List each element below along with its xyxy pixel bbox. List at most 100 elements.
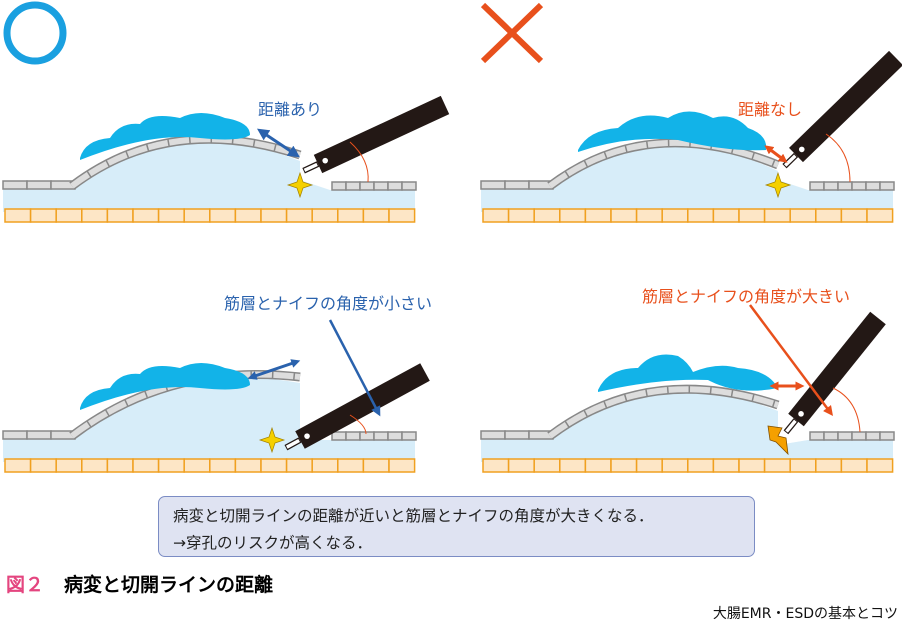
mucosa-cell: [879, 181, 895, 191]
muscle-layer-cell: [132, 458, 160, 473]
muscle-layer-cell: [584, 458, 612, 473]
panel: [480, 311, 895, 473]
muscle-layer-cell: [183, 208, 211, 223]
muscle-layer-cell: [260, 458, 288, 473]
muscle-layer-cell: [81, 458, 109, 473]
muscle-layer-cell: [337, 208, 365, 223]
muscle-layer-cell: [533, 208, 561, 223]
knife-hole: [304, 433, 310, 439]
mucosa-cell: [359, 431, 375, 441]
muscle-layer-cell: [29, 458, 57, 473]
mucosa-cell: [504, 180, 530, 190]
submucosa-layer: [3, 140, 415, 212]
mucosa-cell: [2, 430, 28, 440]
correct-circle-icon: [3, 1, 67, 65]
muscle-layer-cell: [106, 208, 134, 223]
knife-tip-inner: [783, 154, 797, 167]
muscle-layer-cell: [712, 458, 740, 473]
muscle-layer-cell: [482, 458, 510, 473]
source-credit: 大腸EMR・ESDの基本とコツ: [712, 606, 898, 622]
muscle-layer-cell: [533, 458, 561, 473]
mucosa-cell: [387, 181, 403, 191]
muscle-layer-cell: [815, 208, 843, 223]
muscle-layer-cell: [388, 458, 416, 473]
muscle-layer-cell: [4, 208, 32, 223]
mucosa-cell: [373, 181, 389, 191]
spark-icon: [764, 171, 792, 199]
muscle-layer-cell: [106, 458, 134, 473]
muscle-layer-cell: [840, 458, 868, 473]
distance-absent-label: 距離なし: [738, 100, 803, 119]
muscle-layer-cell: [311, 208, 339, 223]
muscle-layer-cell: [789, 208, 817, 223]
muscle-layer-cell: [285, 208, 313, 223]
mucosa-cell: [26, 430, 52, 440]
mucosa-cell: [480, 180, 506, 190]
muscle-layer-cell: [789, 458, 817, 473]
muscle-layer-cell: [507, 458, 535, 473]
spark-icon: [286, 171, 314, 199]
muscle-layer-cell: [738, 458, 766, 473]
muscle-layer-cell: [687, 208, 715, 223]
muscle-layer-cell: [55, 458, 83, 473]
muscle-layer-cell: [635, 208, 663, 223]
small-angle-label: 筋層とナイフの角度が小さい: [224, 294, 433, 313]
mucosa-cell: [865, 431, 881, 441]
muscle-layer-cell: [482, 208, 510, 223]
perforation-lightning-icon: [767, 425, 789, 456]
distance-arrow: [257, 128, 300, 158]
mucosa-cell: [359, 181, 375, 191]
knife-sheath: [295, 363, 430, 449]
mucosa-cell: [837, 431, 853, 441]
submucosa-layer: [481, 390, 893, 462]
pointer-arrow-large-angle: [748, 304, 833, 417]
muscle-layer-cell: [132, 208, 160, 223]
mucosa-cell: [26, 180, 52, 190]
muscle-layer-cell: [584, 208, 612, 223]
muscle-layer-cell: [866, 208, 894, 223]
mucosa-cell: [345, 181, 361, 191]
mucosa-cell: [851, 181, 867, 191]
muscle-layer-cell: [4, 458, 32, 473]
mucosa-cell: [401, 181, 417, 191]
mucosa-cell: [373, 431, 389, 441]
large-angle-label: 筋層とナイフの角度が大きい: [642, 287, 851, 306]
muscle-layer-cell: [55, 208, 83, 223]
note-line-2: →穿孔のリスクが高くなる．: [173, 534, 372, 552]
muscle-layer-cell: [209, 458, 237, 473]
muscle-layer-cell: [260, 208, 288, 223]
mucosa-cell: [837, 181, 853, 191]
muscle-layer-cell: [738, 208, 766, 223]
muscle-layer-cell: [183, 458, 211, 473]
muscle-layer-cell: [712, 208, 740, 223]
muscle-layer-cell: [29, 208, 57, 223]
muscle-layer-cell: [362, 458, 390, 473]
muscle-layer-cell: [840, 208, 868, 223]
mucosa-cell: [331, 181, 347, 191]
angle-arc: [349, 141, 369, 183]
mucosa-cell: [851, 431, 867, 441]
muscle-layer-cell: [337, 458, 365, 473]
knife-sheath: [313, 95, 450, 174]
distance-arrow: [764, 145, 788, 163]
lifted-mucosa-cells: [548, 139, 780, 189]
pointer-arrow-small-angle: [328, 319, 381, 417]
distance-arrow: [247, 359, 301, 380]
knife-hole: [798, 411, 804, 417]
muscle-layer-cell: [209, 208, 237, 223]
mucosa-cell: [865, 181, 881, 191]
knife-sheath: [788, 311, 886, 427]
knife-sheath: [789, 50, 902, 163]
muscle-layer-cell: [866, 458, 894, 473]
mucosa-cell: [2, 180, 28, 190]
mucosa-cell: [345, 431, 361, 441]
tumor: [80, 363, 250, 410]
muscle-layer-cell: [635, 458, 663, 473]
incorrect-cross-icon: [480, 2, 544, 64]
tumor: [578, 111, 767, 152]
angle-arc: [349, 414, 367, 435]
muscle-layer-cell: [661, 208, 689, 223]
mucosa-cell: [809, 431, 825, 441]
